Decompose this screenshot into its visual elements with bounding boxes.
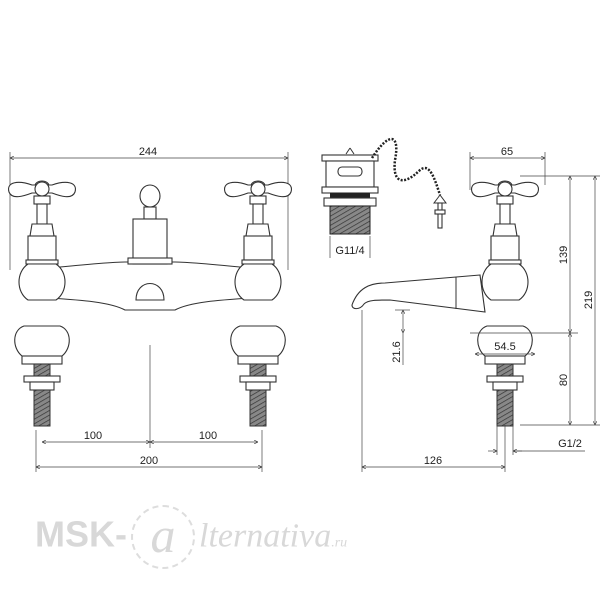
dim-shank-length: 80: [558, 374, 570, 386]
waste-plug: G11/4: [321, 137, 447, 258]
dim-spout-reach: 126: [424, 455, 442, 467]
dim-center-left: 100: [84, 430, 102, 442]
dim-waste-thread: G11/4: [335, 245, 364, 257]
dim-height-to-base: 139: [558, 246, 570, 264]
spout: [351, 274, 486, 313]
dim-overall-width: 244: [139, 146, 157, 158]
dim-shank-thread: G1/2: [558, 438, 582, 450]
watermark-rest: lternativa: [199, 517, 332, 555]
watermark-prefix: MSK-: [35, 513, 127, 555]
watermark-tld: .ru: [331, 535, 348, 551]
left-tap: [7, 180, 77, 427]
spout-outlet: [135, 283, 165, 301]
dim-center-right: 100: [199, 430, 217, 442]
dim-tap-spacing: 200: [140, 455, 158, 467]
dim-handle-width: 65: [501, 146, 513, 158]
front-view: 244 100 100 200: [7, 146, 293, 472]
dim-spout-clearance: 21.6: [391, 341, 403, 362]
dim-base-diameter: 54.5: [494, 341, 515, 353]
right-tap: [223, 180, 293, 427]
watermark-at: a: [131, 505, 195, 569]
dim-total-height: 219: [583, 291, 595, 309]
centre-body: [127, 184, 173, 265]
side-view: 65 139 80 219 21.6 54.5 126 G1/2: [351, 146, 600, 472]
